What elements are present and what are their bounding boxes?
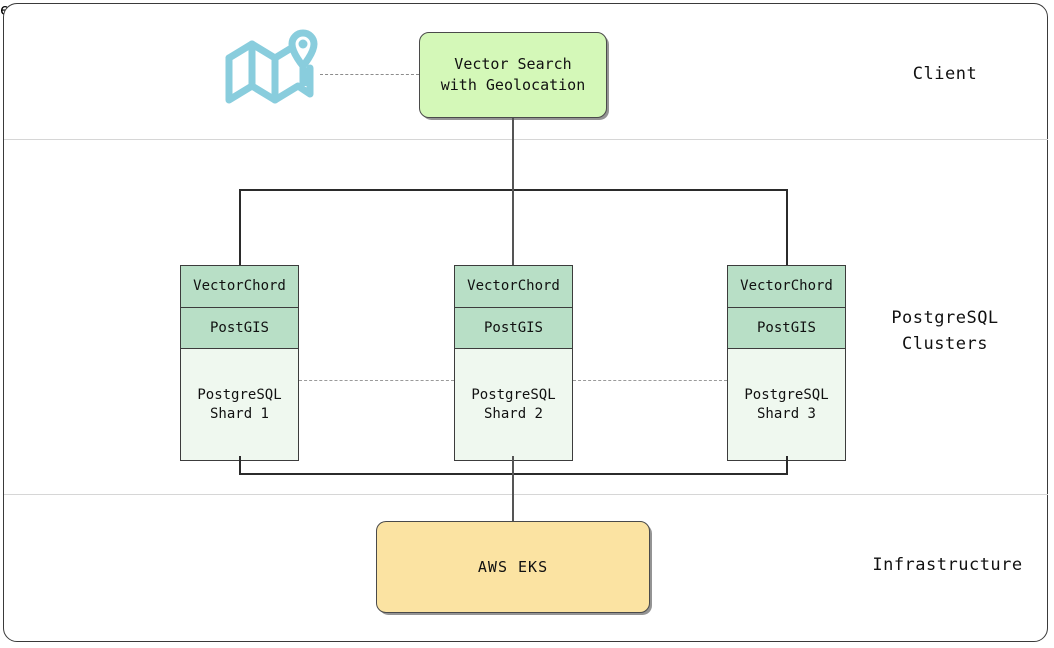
shard-3-database-label: PostgreSQL Shard 3 — [744, 386, 829, 422]
shard-1-postgis-label: PostGIS — [209, 319, 269, 336]
node-vector-search-entrypoint[interactable]: Vector Search with Geolocation — [419, 32, 607, 118]
connector-bottom-bracket-right-rise — [786, 456, 788, 474]
connector-top-bracket-left-drop — [239, 189, 241, 266]
shard-2-extension-vectorchord: VectorChord — [454, 265, 573, 308]
connector-bottom-bracket-left-rise — [239, 456, 241, 474]
shard-1-extension-postgis: PostGIS — [180, 308, 299, 349]
shard-2-extension-postgis: PostGIS — [454, 308, 573, 349]
shard-2-vectorchord-label: VectorChord — [467, 278, 560, 294]
shard-3-postgis-label: PostGIS — [756, 319, 816, 336]
shard-1-database: PostgreSQL Shard 1 — [180, 349, 299, 461]
shard-1-vectorchord-label: VectorChord — [193, 278, 286, 294]
lane-divider-client-clusters — [4, 139, 1048, 140]
shard-1[interactable]: VectorChord PostGIS PostgreSQL Shard 1 — [180, 265, 299, 461]
connector-entrypoint-trunk — [512, 118, 514, 190]
connector-bottom-bracket-center-rise — [512, 456, 514, 474]
shard-3-extension-postgis: PostGIS — [727, 308, 846, 349]
connector-top-bracket-center-drop — [512, 189, 514, 266]
connector-clusters-to-infrastructure — [512, 473, 514, 522]
connector-shard1-shard2 — [299, 380, 454, 381]
lane-label-postgresql-clusters: PostgreSQL Clusters — [891, 308, 999, 354]
shard-2[interactable]: VectorChord PostGIS PostgreSQL Shard 2 — [454, 265, 573, 461]
node-vector-search-label: Vector Search with Geolocation — [440, 55, 586, 94]
shard-1-extension-vectorchord: VectorChord — [180, 265, 299, 308]
connector-shard2-shard3 — [573, 380, 727, 381]
node-aws-eks[interactable]: AWS EKS — [376, 521, 650, 613]
shard-2-database-label: PostgreSQL Shard 2 — [471, 386, 556, 422]
node-aws-eks-label: AWS EKS — [477, 557, 549, 576]
lane-label-infrastructure: Infrastructure — [872, 555, 1023, 575]
map-location-icon — [222, 28, 318, 112]
connector-top-bracket-right-drop — [786, 189, 788, 266]
shard-3-extension-vectorchord: VectorChord — [727, 265, 846, 308]
shard-2-database: PostgreSQL Shard 2 — [454, 349, 573, 461]
lane-divider-clusters-infrastructure — [4, 494, 1048, 495]
shard-1-database-label: PostgreSQL Shard 1 — [197, 386, 282, 422]
connector-map-to-entrypoint — [320, 74, 419, 75]
shard-2-postgis-label: PostGIS — [483, 319, 543, 336]
shard-3[interactable]: VectorChord PostGIS PostgreSQL Shard 3 — [727, 265, 846, 461]
shard-3-vectorchord-label: VectorChord — [740, 278, 833, 294]
lane-label-client: Client — [912, 64, 978, 84]
shard-3-database: PostgreSQL Shard 3 — [727, 349, 846, 461]
